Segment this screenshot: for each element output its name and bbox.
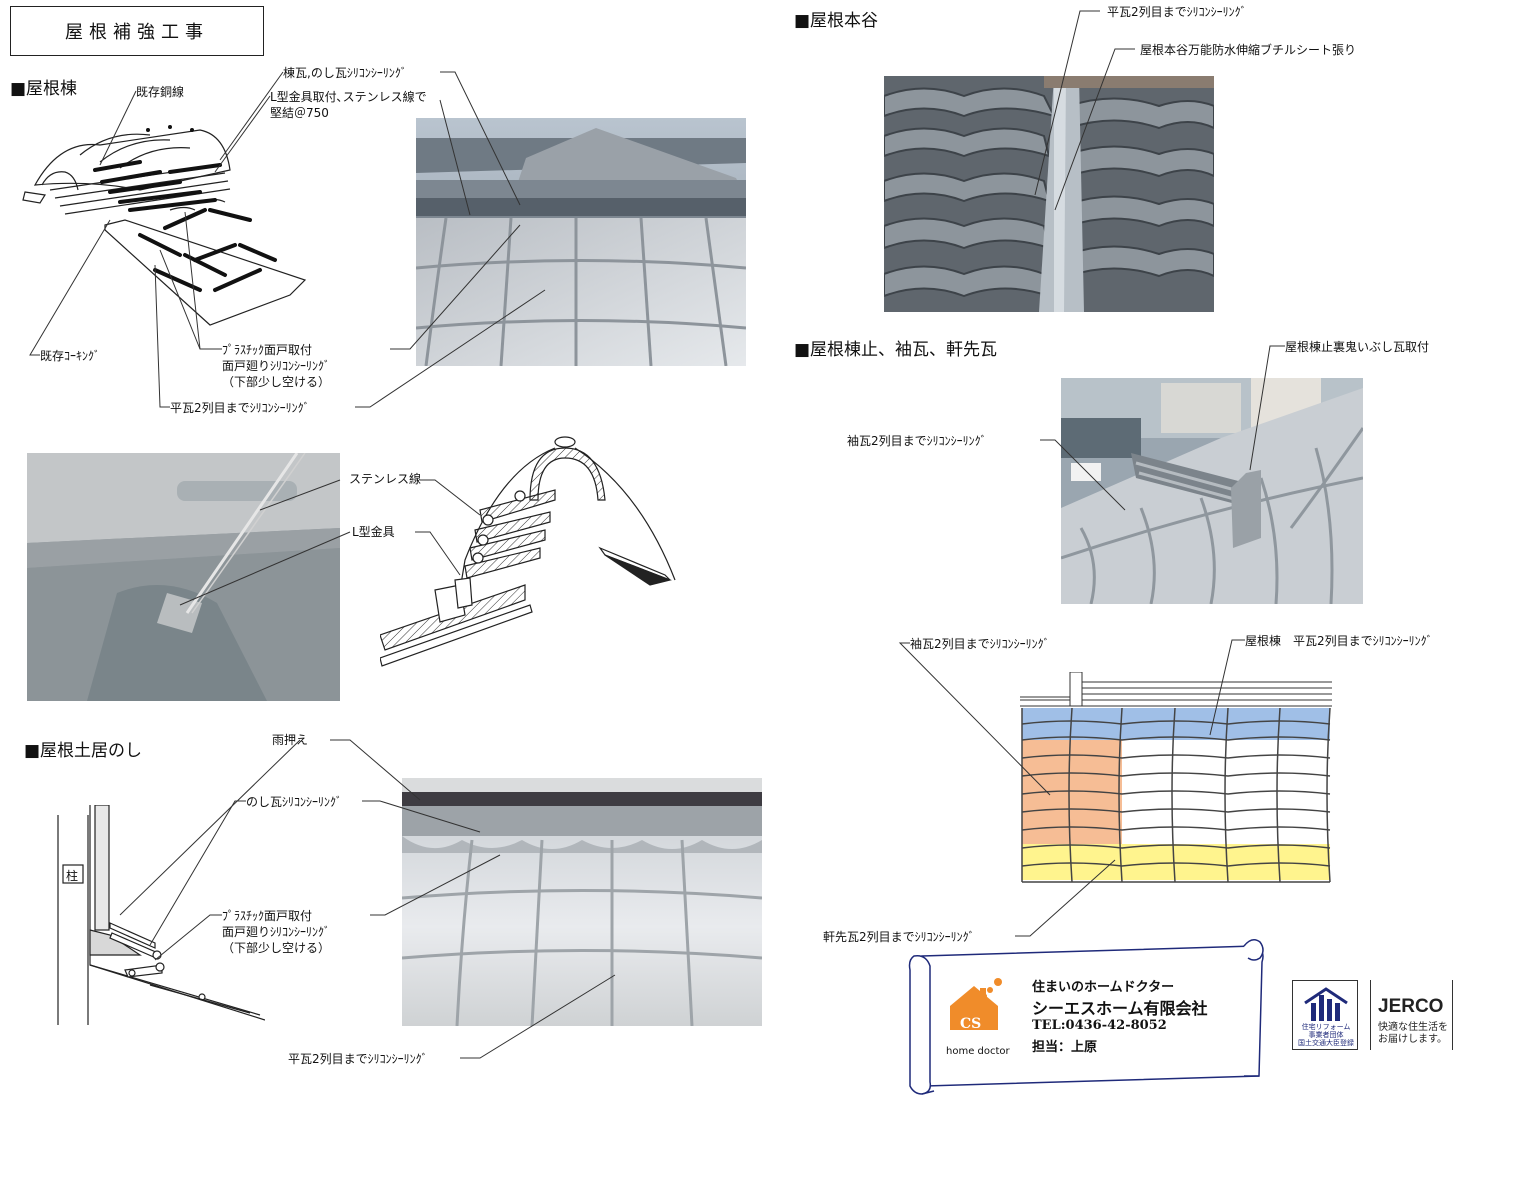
note-sleeve-diagram: 袖瓦2列目までｼﾘｺﾝｼｰﾘﾝｸﾞ xyxy=(910,637,1050,651)
company-tagline: 住まいのホームドクター xyxy=(1032,980,1175,995)
note-existing-caulking: 既存ｺｰｷﾝｸﾞ xyxy=(40,349,101,363)
note-base-plastic-2: 面戸廻りｼﾘｺﾝｼｰﾘﾝｸﾞ xyxy=(222,925,331,939)
section-heading-ridge: ■屋根棟 xyxy=(10,79,78,99)
photo-ridge-end xyxy=(1061,378,1363,604)
cs-logo-caption: home doctor xyxy=(946,1046,1010,1057)
note-l-bracket-1: L型金具取付､ステンレス線で xyxy=(270,90,427,104)
ridge-isometric-diagram xyxy=(22,125,307,326)
note-copper-wire: 既存銅線 xyxy=(136,85,185,99)
jerco-badge: 住宅リフォーム 事業者団体 国土交通大臣登録 JERCO 快適な住生活を お届け… xyxy=(1292,980,1457,1050)
note-flat-tile-ridge: 平瓦2列目までｼﾘｺﾝｼｰﾘﾝｸﾞ xyxy=(170,401,310,415)
jerco-badge-line3: 国土交通大臣登録 xyxy=(1298,1039,1354,1047)
note-plastic-3: （下部少し空ける） xyxy=(222,375,331,389)
photo-base-noshi xyxy=(402,778,762,1026)
photo-valley xyxy=(884,76,1214,312)
jerco-badge-line2: 事業者団体 xyxy=(1308,1031,1344,1039)
note-base-flat-tile: 平瓦2列目までｼﾘｺﾝｼｰﾘﾝｸﾞ xyxy=(288,1052,428,1066)
base-cross-section-diagram xyxy=(57,805,265,1025)
note-ridge-silicone: 棟瓦,のし瓦ｼﾘｺﾝｼｰﾘﾝｸﾞ xyxy=(283,66,407,80)
note-sleeve-photo: 袖瓦2列目までｼﾘｺﾝｼｰﾘﾝｸﾞ xyxy=(847,434,987,448)
note-eaves: 軒先瓦2列目までｼﾘｺﾝｼｰﾘﾝｸﾞ xyxy=(823,930,975,944)
note-pillar: 柱 xyxy=(66,869,79,883)
jerco-emblem: 住宅リフォーム 事業者団体 国土交通大臣登録 xyxy=(1292,980,1358,1050)
note-oni-tile: 屋根棟止裏鬼いぶし瓦取付 xyxy=(1285,340,1430,354)
note-plastic-1: ﾌﾟﾗｽﾁｯｸ面戸取付 xyxy=(222,343,313,357)
note-plastic-2: 面戸廻りｼﾘｺﾝｼｰﾘﾝｸﾞ xyxy=(222,359,331,373)
cs-house-logo xyxy=(948,974,1018,1034)
section-heading-base: ■屋根土居のし xyxy=(24,741,143,761)
note-ridge-flat-diagram: 屋根棟 平瓦2列目までｼﾘｺﾝｼｰﾘﾝｸﾞ xyxy=(1245,634,1433,648)
note-valley-butyl: 屋根本谷万能防水伸縮ブチルシート張り xyxy=(1140,43,1357,57)
note-rain-guard: 雨押え xyxy=(272,733,309,747)
jerco-name: JERCO xyxy=(1378,996,1444,1017)
section-heading-edge: ■屋根棟止、袖瓦、軒先瓦 xyxy=(794,340,998,360)
photo-ridge-tiles xyxy=(416,118,746,366)
jerco-slogan-line2: お届けします。 xyxy=(1378,1034,1447,1045)
note-base-plastic-3: （下部少し空ける） xyxy=(222,941,331,955)
document-title: 屋根補強工事 xyxy=(10,6,264,56)
note-l-bracket: L型金具 xyxy=(352,525,395,539)
company-contact: 担当：上原 xyxy=(1032,1040,1098,1055)
cs-logo-letters: CS xyxy=(960,1016,982,1032)
photo-stainless-wire xyxy=(27,453,340,701)
section-heading-valley: ■屋根本谷 xyxy=(794,11,879,31)
company-tel: TEL:0436-42-8052 xyxy=(1032,1018,1167,1033)
ridge-cross-section-diagram xyxy=(380,436,676,667)
company-name: シーエスホーム有限会社 xyxy=(1032,999,1208,1018)
note-l-bracket-2: 堅結＠750 xyxy=(270,106,329,120)
jerco-slogan-line1: 快適な住生活を xyxy=(1378,1022,1448,1033)
note-stainless-wire: ステンレス線 xyxy=(349,472,422,486)
note-valley-flat-tile: 平瓦2列目までｼﾘｺﾝｼｰﾘﾝｸﾞ xyxy=(1107,5,1247,19)
company-banner: CS home doctor 住まいのホームドクター シーエスホーム有限会社 T… xyxy=(904,936,1266,1096)
roof-plan-diagram xyxy=(1010,671,1335,888)
jerco-badge-line1: 住宅リフォーム xyxy=(1301,1023,1351,1031)
